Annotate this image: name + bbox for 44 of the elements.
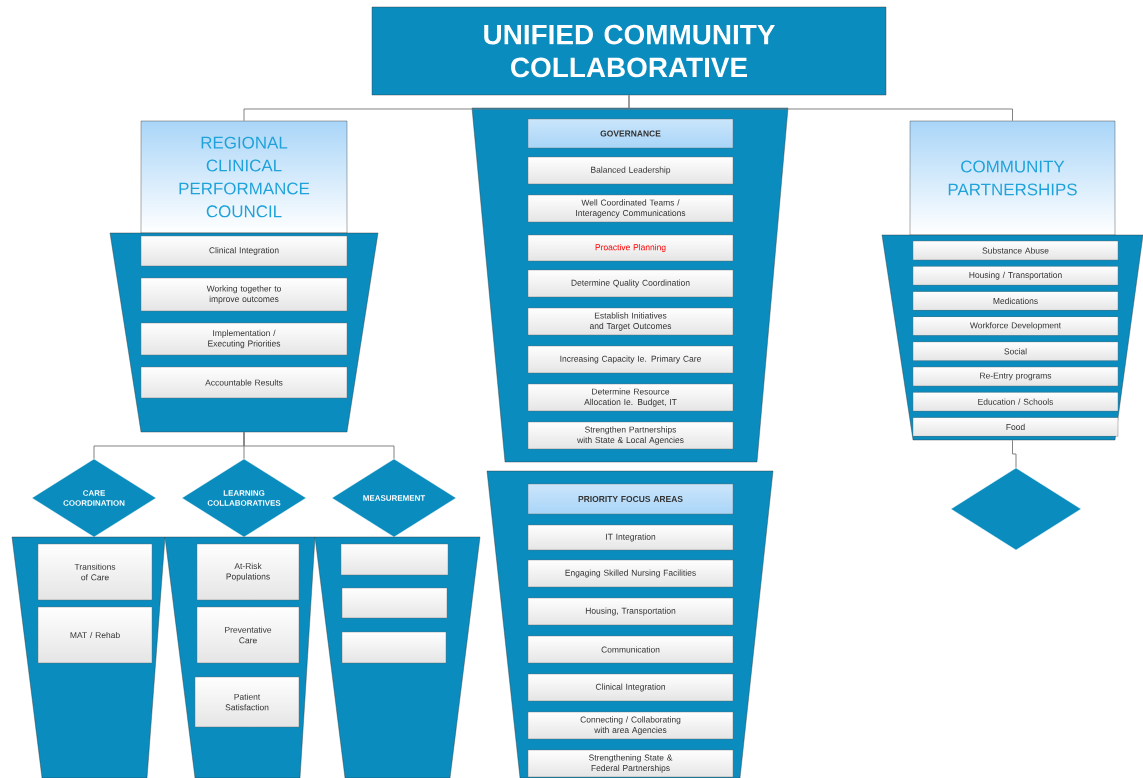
item-box: Clinical Integration [527,673,734,702]
item-box: Housing, Transportation [527,597,734,626]
item-box: Workforce Development [912,316,1119,336]
item-box: Communication [527,635,734,664]
category-diamond [950,467,1082,551]
connector-line [243,431,395,460]
item-box: Preventative Care [196,606,300,664]
connector-line [628,94,1013,122]
item-box: Housing / Transportation [912,266,1119,286]
empty-box [341,631,447,664]
item-box: Transitions of Care [37,543,153,601]
item-box: Determine Resource Allocation Ie. Budget, IT [527,383,734,412]
empty-box [341,587,448,619]
section-header-box: PRIORITY FOCUS AREAS [527,483,734,515]
item-box: Patient Satisfaction [194,676,300,728]
item-box: Connecting / Collaborating with area Agencies [527,711,734,740]
item-box: Working together to improve outcomes [140,277,348,312]
item-box: Establish Initiatives and Target Outcomes [527,307,734,336]
header-box: COMMUNITY PARTNERSHIPS [909,120,1116,236]
connector-line [1012,439,1017,469]
section-header-box: GOVERNANCE [527,118,734,149]
empty-box [340,543,449,576]
item-box: Medications [912,291,1119,311]
item-box: Balanced Leadership [527,156,734,185]
item-box: Increasing Capacity Ie. Primary Care [527,345,734,374]
item-box: Social [912,341,1119,361]
item-box: IT Integration [527,524,734,551]
item-box: Implementation / Executing Priorities [140,322,348,356]
item-box: Strengthen Partnerships with State & Local Agencies [527,421,734,450]
header-box: REGIONAL CLINICAL PERFORMANCE COUNCIL [140,120,348,234]
item-box: Proactive Planning [527,234,734,262]
item-box: Education / Schools [912,392,1119,412]
item-box: Well Coordinated Teams / Interagency Communications [527,194,734,223]
item-box: Substance Abuse [912,240,1119,261]
item-box: Clinical Integration [140,235,348,267]
title-box: UNIFIED COMMUNITY COLLABORATIVE [371,6,887,96]
item-box: Engaging Skilled Nursing Facilities [527,559,734,588]
item-box: Food [912,417,1119,437]
item-box: MAT / Rehab [37,606,153,664]
item-box: At-Risk Populations [196,543,300,601]
item-box: Strengthening State & Federal Partnerships [527,749,734,778]
item-box: Determine Quality Coordination [527,269,734,298]
item-box: Accountable Results [140,366,348,399]
item-box: Re-Entry programs [912,366,1119,387]
